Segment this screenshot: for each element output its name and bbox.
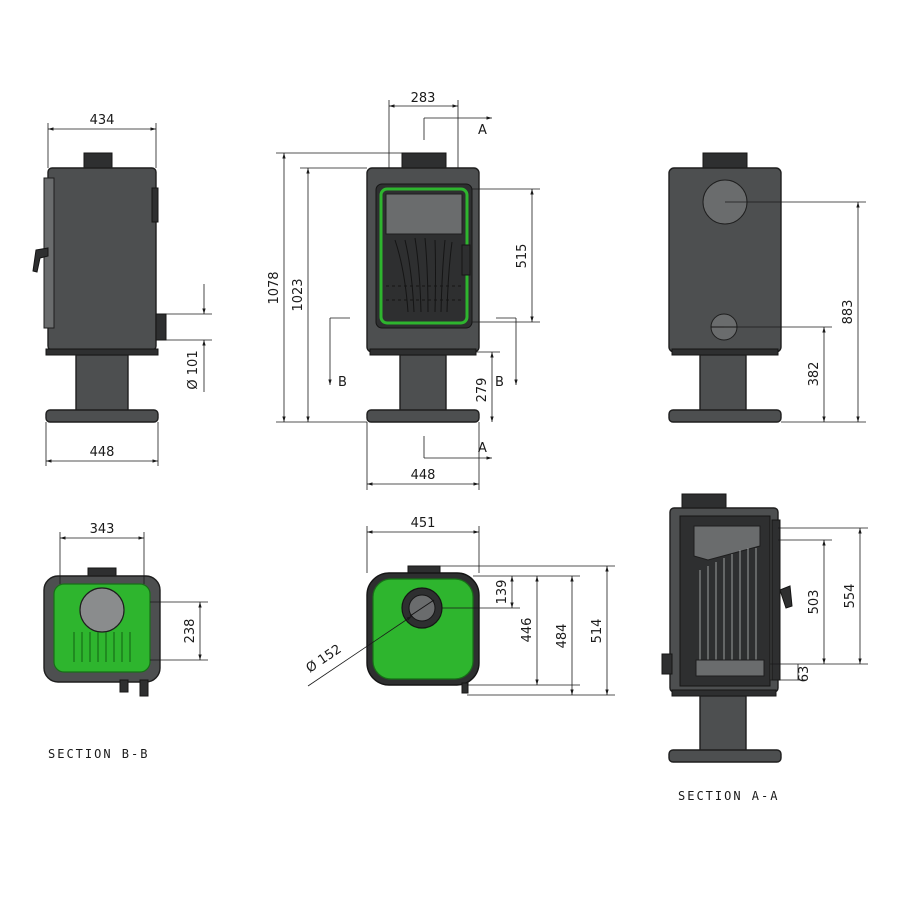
dim-plan-139: 139 — [495, 580, 510, 605]
dim-front-top-flue: 283 — [411, 91, 436, 106]
section-marker-a-bottom: A — [478, 441, 487, 456]
back-bottom-plate — [671, 348, 779, 356]
front-pedestal — [399, 354, 447, 412]
dim-back-height-lower: 382 — [807, 362, 822, 387]
dim-front-door-height: 515 — [515, 244, 530, 269]
section-marker-b-left: B — [338, 375, 347, 390]
dim-back-height-upper: 883 — [841, 300, 856, 325]
section-marker-b-right: B — [495, 375, 504, 390]
dim-front-base-width: 448 — [411, 468, 436, 483]
front-view: 283 A 1078 1023 515 279 B B A 448 — [267, 91, 540, 490]
side-pedestal — [75, 354, 129, 412]
dim-plan-dia: Ø 152 — [304, 642, 345, 676]
dim-secaa-63: 63 — [797, 666, 812, 683]
dim-side-pipe-dia: Ø 101 — [186, 350, 201, 389]
side-hinge — [151, 187, 159, 223]
secaa-pedestal — [699, 695, 747, 753]
dim-front-height-flue: 1023 — [291, 278, 306, 311]
dim-secaa-554: 554 — [843, 584, 858, 609]
section-marker-a-top: A — [478, 123, 487, 138]
back-base — [668, 409, 782, 423]
dim-front-height-total: 1078 — [267, 271, 282, 304]
dim-plan-width: 451 — [411, 516, 436, 531]
secaa-baffle — [693, 525, 761, 561]
side-body — [47, 167, 157, 351]
secaa-ash-pan — [695, 659, 765, 677]
dim-plan-484: 484 — [555, 624, 570, 649]
side-view: 434 448 Ø 101 — [32, 113, 212, 466]
side-base — [45, 409, 159, 423]
front-bottom-plate — [369, 348, 477, 356]
front-grate — [386, 237, 462, 313]
dim-side-base-width: 448 — [90, 445, 115, 460]
front-baffle — [385, 193, 463, 235]
secaa-air-pipe — [661, 653, 673, 675]
side-bottom-plate — [45, 348, 159, 356]
secaa-handle — [779, 585, 793, 609]
section-bb-label: SECTION B-B — [48, 747, 149, 761]
dim-plan-514: 514 — [590, 619, 605, 644]
secbb-flue — [79, 587, 125, 633]
back-view: 883 382 — [668, 152, 866, 423]
dim-secaa-503: 503 — [807, 590, 822, 615]
dim-side-top-width: 434 — [90, 113, 115, 128]
front-base — [366, 409, 480, 423]
front-handle — [461, 244, 471, 276]
section-bb-view: 343 238 SECTION B-B — [43, 522, 208, 761]
plan-tab — [461, 682, 469, 694]
secaa-base — [668, 749, 782, 763]
secaa-bottom-plate — [671, 689, 777, 697]
side-handle — [32, 247, 49, 273]
back-pedestal — [699, 354, 747, 412]
side-air-pipe — [155, 313, 167, 341]
plan-view: 451 139 446 484 514 Ø 152 — [304, 516, 615, 696]
secbb-leg-left — [119, 679, 129, 693]
secbb-leg-right — [139, 679, 149, 697]
secaa-door — [771, 519, 781, 681]
secaa-firebricks — [699, 548, 757, 660]
dim-plan-446: 446 — [520, 618, 535, 643]
dim-front-low: 279 — [475, 378, 490, 403]
secbb-grate — [73, 632, 131, 662]
section-aa-label: SECTION A-A — [678, 789, 779, 803]
dim-secbb-width: 343 — [90, 522, 115, 537]
dim-secbb-depth: 238 — [183, 619, 198, 644]
plan-top-plate — [372, 578, 474, 680]
section-aa-view: 503 554 63 SECTION A-A — [661, 493, 868, 803]
